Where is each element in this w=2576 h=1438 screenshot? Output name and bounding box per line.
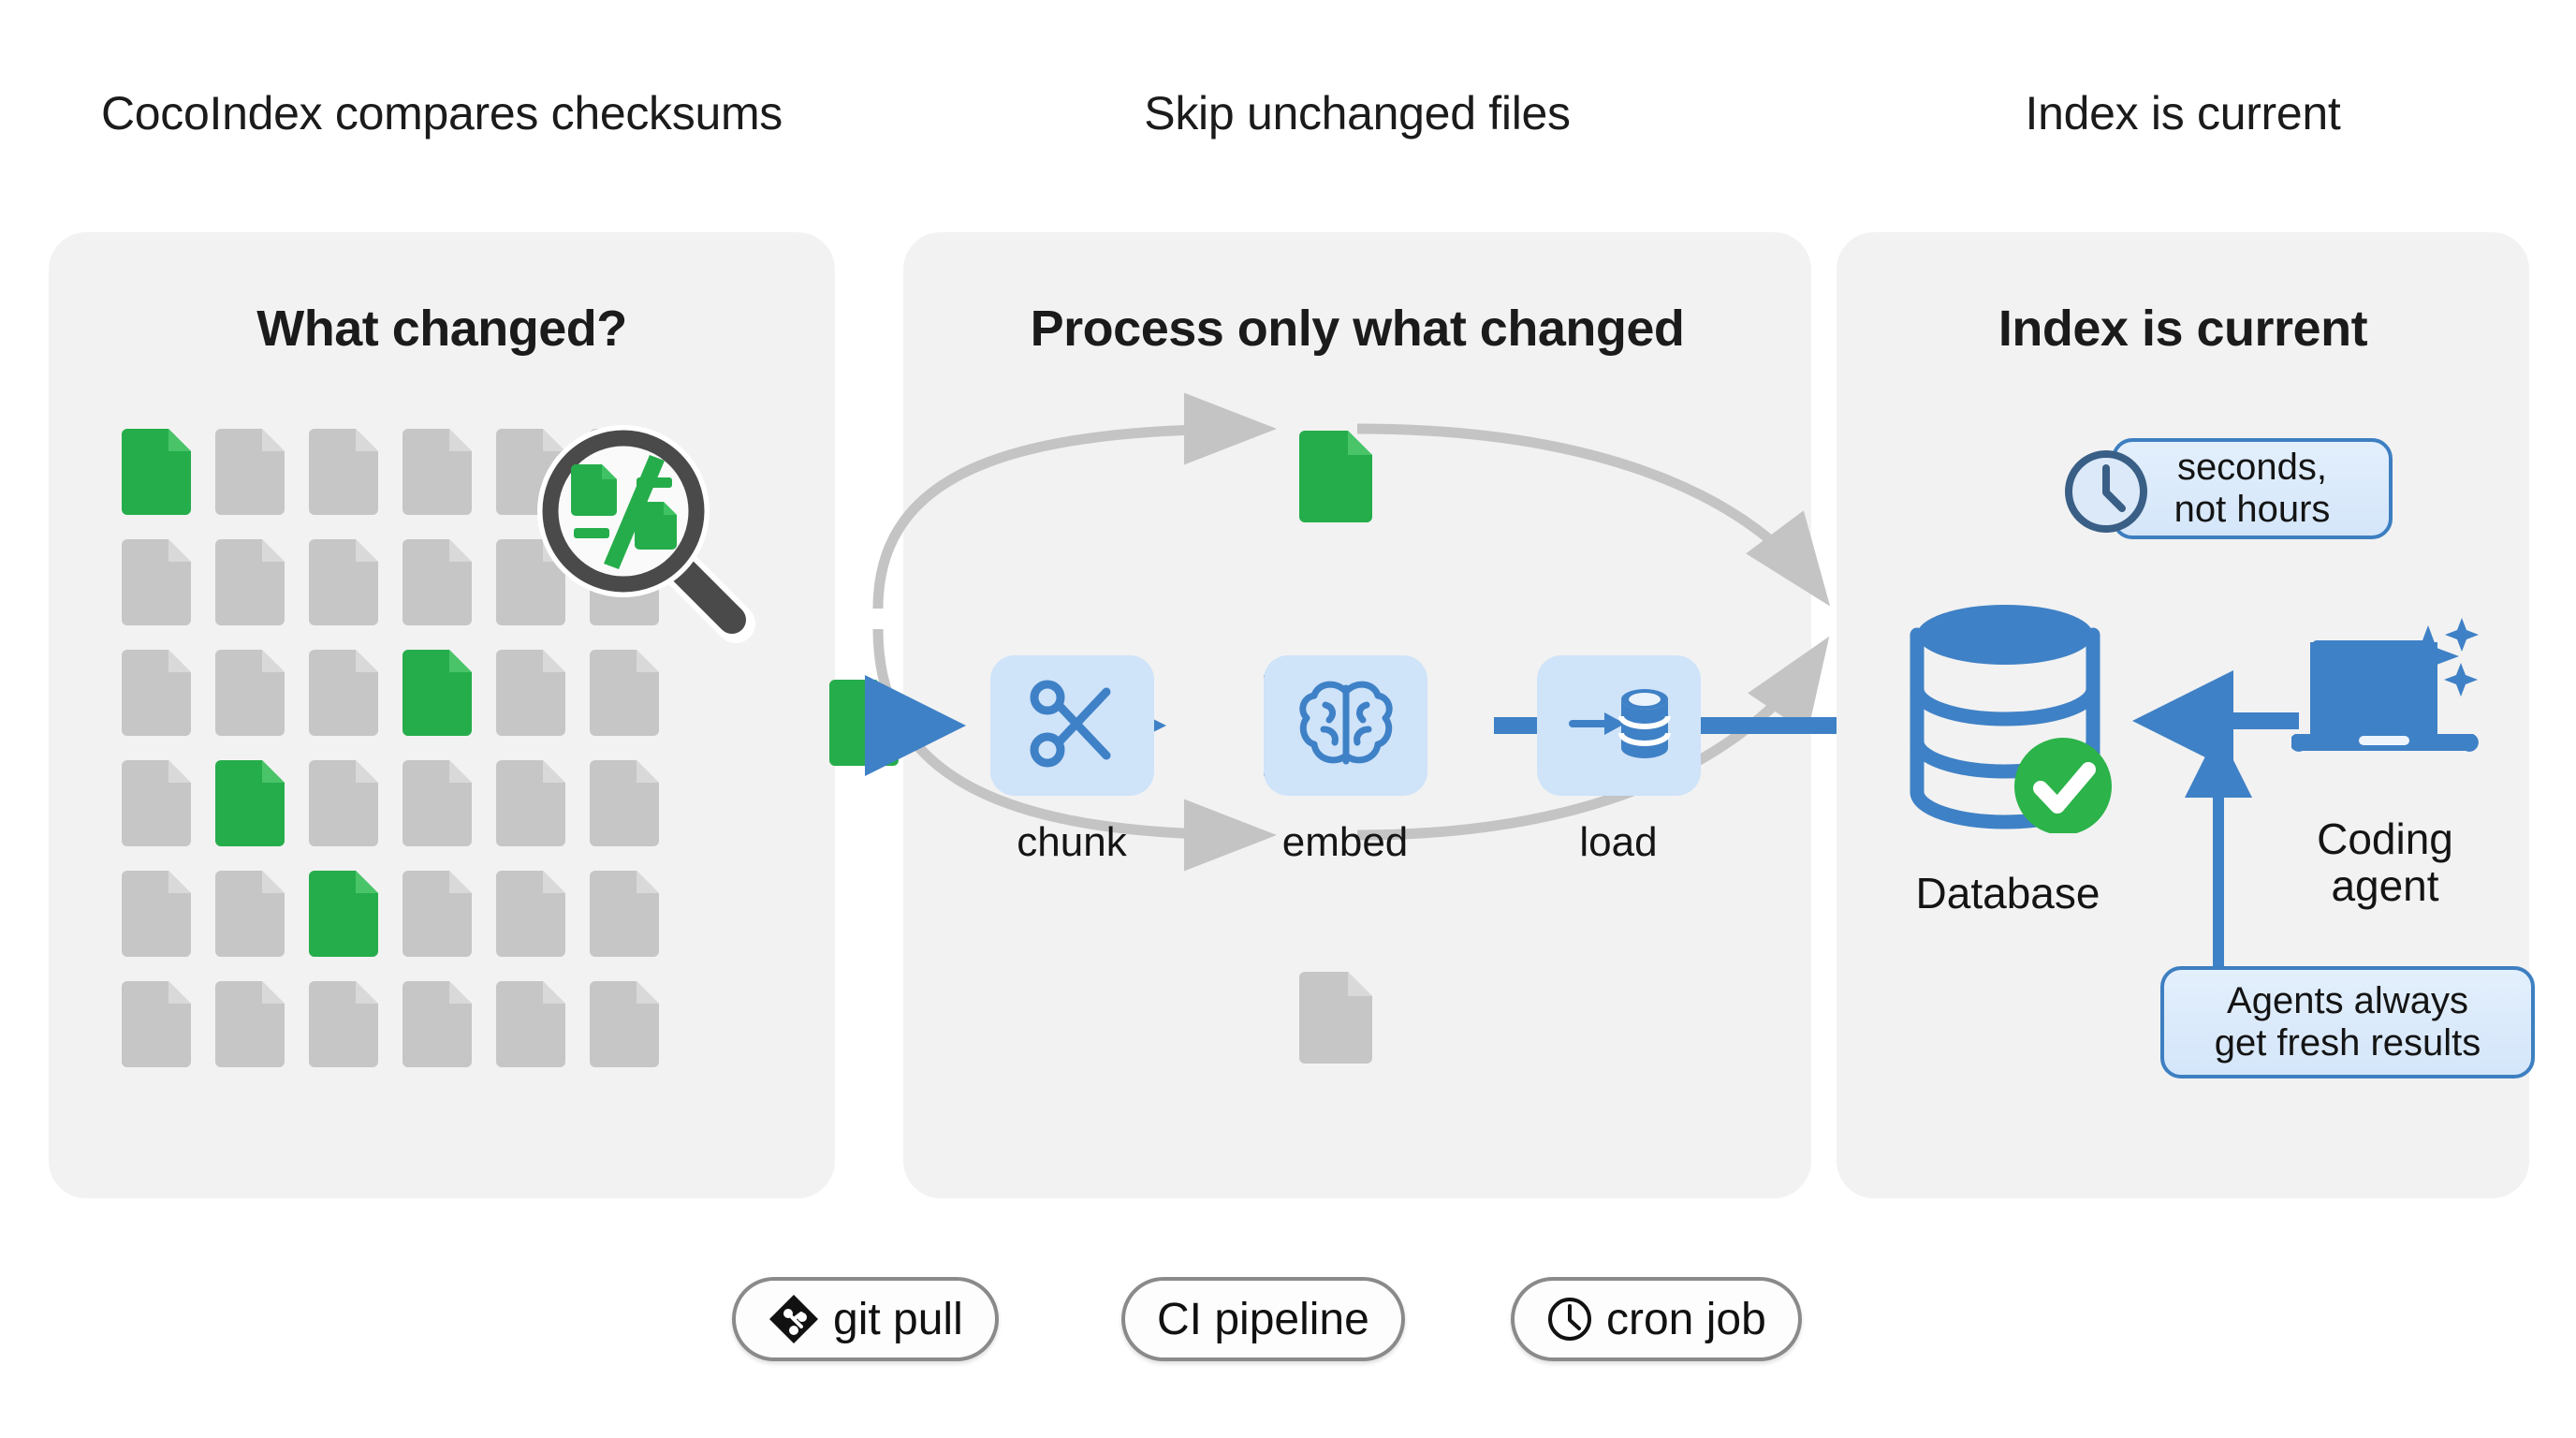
callout-speed-line-1: seconds, bbox=[2176, 447, 2328, 489]
bypass-file-unchanged-icon bbox=[1299, 972, 1372, 1064]
column-caption-middle: Skip unchanged files bbox=[1144, 87, 1571, 139]
file-icon-changed bbox=[122, 429, 191, 515]
file-icon-unchanged bbox=[496, 650, 565, 736]
file-icon-unchanged bbox=[402, 981, 472, 1067]
coding-agent-label: Coding agent bbox=[2317, 814, 2453, 910]
file-icon-unchanged bbox=[215, 429, 285, 515]
fresh-results-arrow bbox=[2185, 730, 2252, 977]
agent-to-database-arrow bbox=[2132, 670, 2299, 771]
file-icon-unchanged bbox=[215, 650, 285, 736]
file-icon-unchanged bbox=[590, 760, 659, 846]
brain-icon bbox=[1295, 675, 1397, 777]
trigger-pill-git-pull-label: git pull bbox=[833, 1294, 963, 1344]
callout-fresh-results: Agents always get fresh results bbox=[2160, 966, 2535, 1078]
file-icon-unchanged bbox=[402, 871, 472, 957]
file-icon-changed bbox=[309, 871, 378, 957]
column-caption-right: Index is current bbox=[2025, 87, 2341, 139]
file-icon-unchanged bbox=[590, 871, 659, 957]
file-icon-unchanged bbox=[122, 539, 191, 625]
file-icon-unchanged bbox=[122, 760, 191, 846]
panel-right-title: Index is current bbox=[1998, 301, 2368, 357]
database-load-icon bbox=[1567, 677, 1672, 775]
pipeline-step-embed-label: embed bbox=[1281, 819, 1409, 865]
file-icon-changed bbox=[402, 650, 472, 736]
pipeline-step-chunk-label: chunk bbox=[1017, 819, 1127, 865]
file-icon-unchanged bbox=[402, 539, 472, 625]
file-icon-unchanged bbox=[402, 760, 472, 846]
magnifier-diff-icon bbox=[532, 419, 756, 644]
laptop-code-sparkle-icon bbox=[2290, 618, 2479, 786]
file-icon-unchanged bbox=[309, 650, 378, 736]
callout-fresh-line-2: get fresh results bbox=[2214, 1022, 2481, 1064]
callout-seconds-not-hours: seconds, not hours bbox=[2112, 438, 2393, 539]
file-icon-unchanged bbox=[122, 871, 191, 957]
file-icon-unchanged bbox=[590, 981, 659, 1067]
file-icon-unchanged bbox=[309, 539, 378, 625]
database-label: Database bbox=[1915, 869, 2100, 917]
trigger-pill-ci-pipeline[interactable]: CI pipeline bbox=[1121, 1277, 1405, 1361]
panel-middle-title: Process only what changed bbox=[1030, 301, 1685, 357]
file-icon-unchanged bbox=[309, 981, 378, 1067]
file-icon-changed bbox=[215, 760, 285, 846]
bypass-file-changed-icon bbox=[1299, 431, 1372, 522]
pipeline-step-chunk[interactable] bbox=[990, 655, 1154, 796]
file-icon-unchanged bbox=[215, 981, 285, 1067]
panel-left-title: What changed? bbox=[256, 301, 627, 357]
file-icon-unchanged bbox=[496, 981, 565, 1067]
pipeline-step-load-label: load bbox=[1579, 819, 1658, 865]
file-icon-unchanged bbox=[496, 760, 565, 846]
callout-speed-line-2: not hours bbox=[2174, 489, 2331, 530]
trigger-pill-ci-pipeline-label: CI pipeline bbox=[1157, 1294, 1369, 1344]
pipeline-step-embed[interactable] bbox=[1264, 655, 1427, 796]
file-icon-unchanged bbox=[215, 539, 285, 625]
git-icon bbox=[768, 1293, 820, 1345]
column-caption-left: CocoIndex compares checksums bbox=[100, 87, 783, 139]
file-icon-unchanged bbox=[496, 871, 565, 957]
database-icon bbox=[1900, 599, 2115, 835]
clock-icon bbox=[1546, 1296, 1593, 1343]
pipeline-input-file-icon bbox=[829, 680, 899, 766]
trigger-pill-git-pull[interactable]: git pull bbox=[732, 1277, 999, 1361]
pipeline-step-load[interactable] bbox=[1537, 655, 1701, 796]
file-icon-unchanged bbox=[402, 429, 472, 515]
file-icon-unchanged bbox=[309, 429, 378, 515]
file-icon-unchanged bbox=[590, 650, 659, 736]
file-icon-unchanged bbox=[309, 760, 378, 846]
trigger-pill-cron-job[interactable]: cron job bbox=[1511, 1277, 1802, 1361]
file-icon-unchanged bbox=[122, 981, 191, 1067]
callout-fresh-line-1: Agents always bbox=[2227, 980, 2468, 1022]
scissors-icon bbox=[1024, 675, 1121, 777]
panel-what-changed: What changed? bbox=[49, 232, 835, 1198]
file-icon-unchanged bbox=[215, 871, 285, 957]
clock-icon bbox=[2062, 448, 2150, 536]
file-icon-unchanged bbox=[122, 650, 191, 736]
trigger-pill-cron-job-label: cron job bbox=[1606, 1294, 1766, 1344]
